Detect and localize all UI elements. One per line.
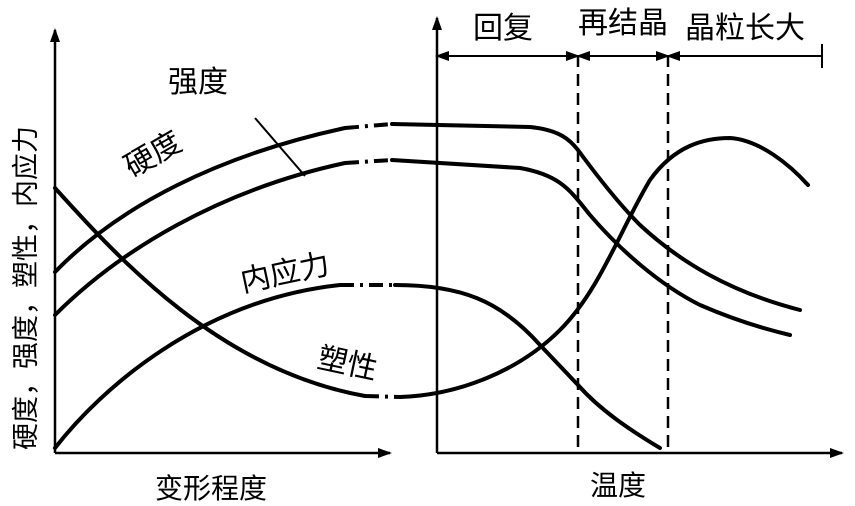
plasticity-label: 塑性 xyxy=(314,341,380,388)
hardness-curve xyxy=(53,122,802,312)
stage-recovery-label: 回复 xyxy=(473,11,533,46)
left-y-axis-label: 硬度，强度，塑性，内应力 xyxy=(11,126,42,450)
internal-stress-curve xyxy=(53,283,662,450)
stage-recrystallization-label: 再结晶 xyxy=(578,6,668,41)
strength-leader-line xyxy=(254,117,306,177)
plasticity-curve xyxy=(53,136,810,399)
stage-grain-growth-label: 晶粒长大 xyxy=(685,11,805,46)
left-axes xyxy=(50,28,392,458)
internal-stress-label: 内应力 xyxy=(237,247,332,300)
strength-label: 强度 xyxy=(168,65,228,100)
hardness-label: 硬度 xyxy=(119,125,188,185)
right-axes xyxy=(432,16,844,458)
right-x-axis-label: 温度 xyxy=(590,469,646,502)
strength-curve xyxy=(53,117,792,337)
left-x-axis-label: 变形程度 xyxy=(155,472,267,505)
stage-range-arrows xyxy=(435,44,823,68)
